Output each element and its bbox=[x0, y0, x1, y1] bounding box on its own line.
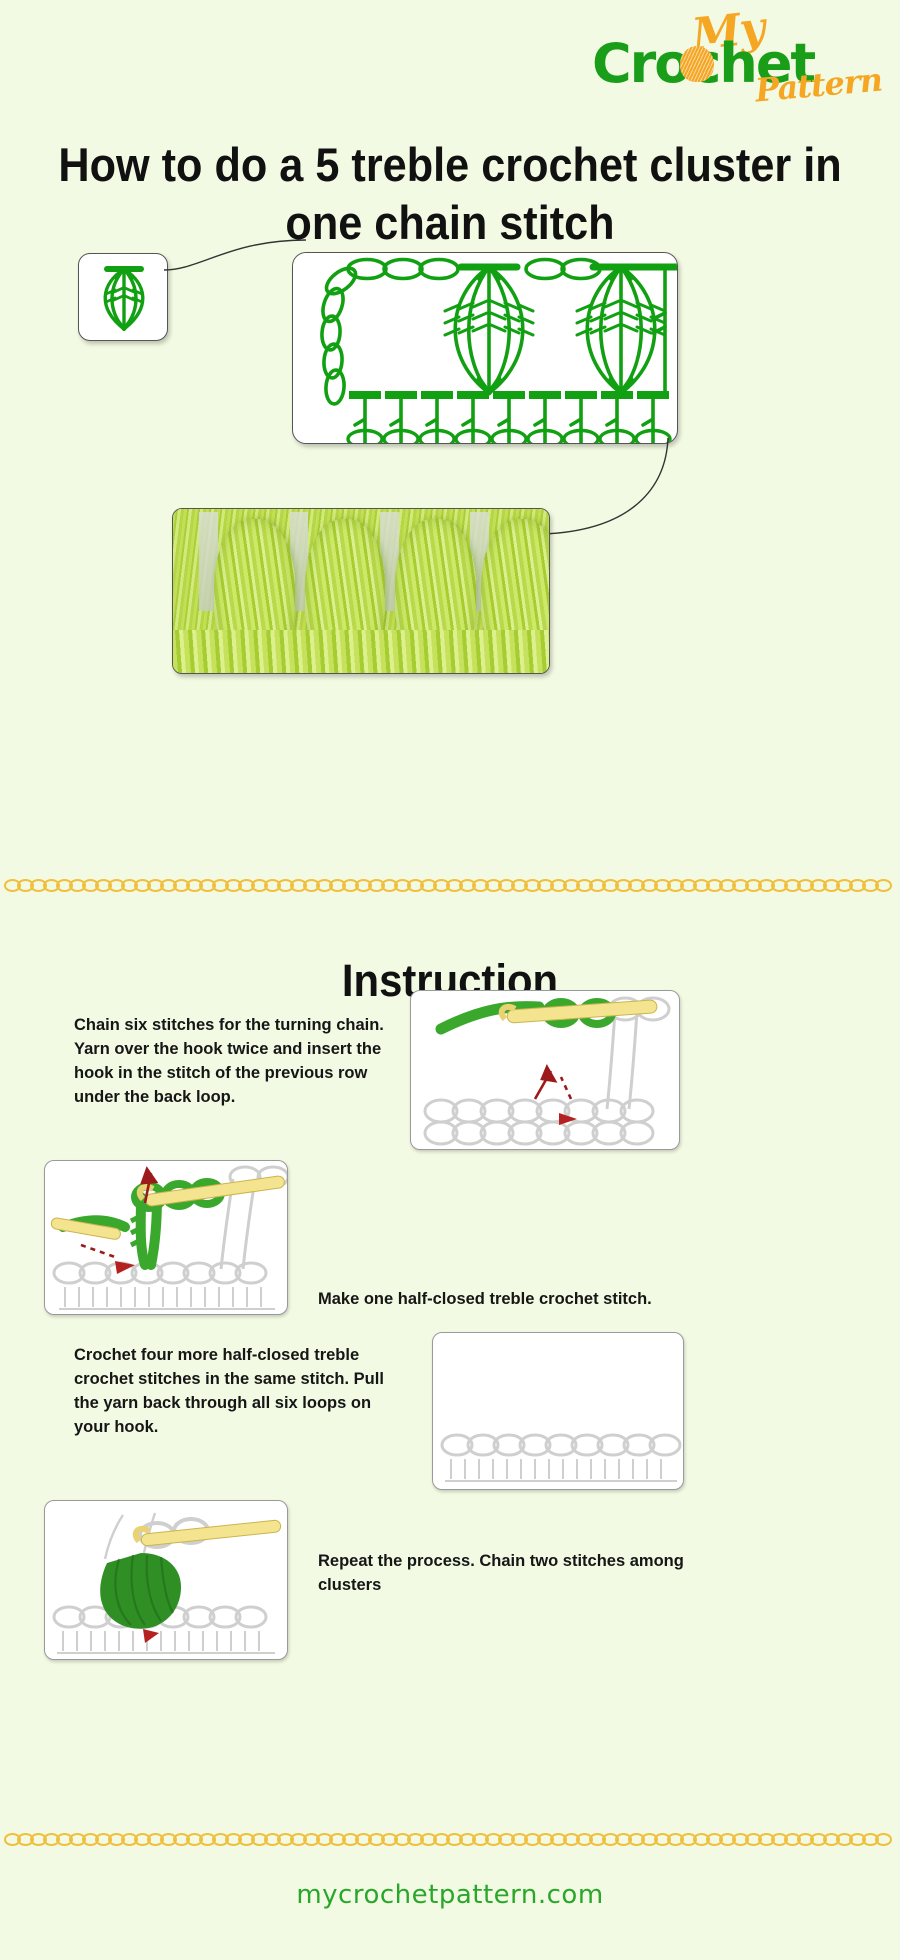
step-4-text: Repeat the process. Chain two stitches a… bbox=[318, 1552, 684, 1594]
step-3-illustration bbox=[432, 1332, 684, 1490]
step-1-diagram bbox=[423, 996, 671, 1146]
finished-swatch-photo bbox=[172, 508, 550, 674]
yarn-base-row bbox=[173, 630, 549, 673]
step-2-text: Make one half-closed treble crochet stit… bbox=[318, 1290, 652, 1308]
step-3-diagram bbox=[440, 1433, 682, 1482]
yarn-gap bbox=[199, 512, 219, 611]
chain-divider-bottom bbox=[0, 1828, 900, 1850]
step-3-text: Crochet four more half-closed treble cro… bbox=[74, 1346, 384, 1436]
stitch-chart-card bbox=[292, 252, 678, 444]
site-logo[interactable]: My Crochet Pattern bbox=[592, 2, 883, 109]
step-2-diagram bbox=[50, 1165, 287, 1310]
step-1-illustration bbox=[410, 990, 680, 1150]
step-4-diagram bbox=[52, 1512, 282, 1654]
chain-divider-top bbox=[0, 874, 900, 896]
stitch-chart-diagram bbox=[320, 257, 677, 443]
leader-line-chart-to-photo bbox=[543, 437, 669, 535]
cluster-symbol-card bbox=[78, 253, 168, 341]
yarn-ball-icon bbox=[680, 46, 714, 82]
step-4-illustration bbox=[44, 1500, 288, 1660]
yarn-texture bbox=[173, 509, 549, 673]
page-title: How to do a 5 treble crochet cluster in … bbox=[58, 138, 842, 249]
step-2-illustration bbox=[44, 1160, 288, 1315]
footer-website-link[interactable]: mycrochetpattern.com bbox=[296, 1880, 604, 1910]
step-1-text: Chain six stitches for the turning chain… bbox=[74, 1016, 384, 1106]
cluster-symbol-icon bbox=[103, 266, 145, 331]
